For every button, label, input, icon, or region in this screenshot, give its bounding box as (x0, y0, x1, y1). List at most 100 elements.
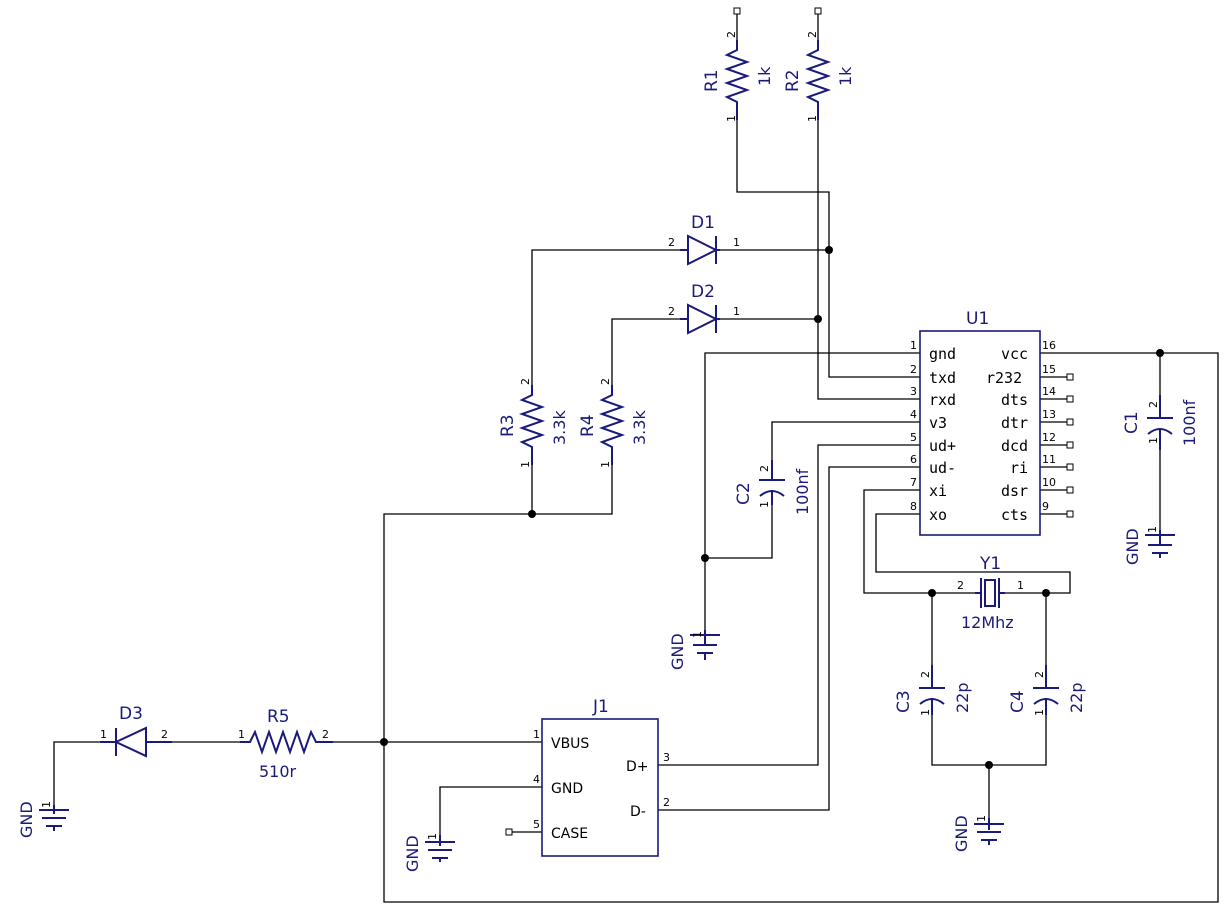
c1-value: 100nf (1180, 399, 1199, 446)
r4-pin-2: 2 (599, 378, 612, 385)
ground-symbol: GND 1 (17, 801, 69, 838)
u1-body (919, 330, 1041, 536)
j1-ref: J1 (592, 697, 609, 717)
r1-ref: R1 (702, 69, 722, 92)
u1-pin-num: 3 (910, 385, 917, 398)
r3-ref: R3 (498, 414, 518, 437)
d1-pin-2: 2 (668, 236, 675, 249)
u1-pin-label: ri (1010, 459, 1028, 477)
c1-pin-2: 2 (1147, 401, 1160, 408)
u1-pin-num: 10 (1042, 476, 1056, 489)
terminal-u1-11 (1066, 463, 1074, 471)
diode-d2: D2 2 1 (668, 282, 740, 335)
c4-pin-1: 1 (1033, 709, 1046, 716)
junction-dot (701, 554, 709, 562)
u1-pin-num: 4 (910, 408, 917, 421)
terminal-r1 (733, 7, 741, 15)
resistor-r1: R1 1k 2 1 (702, 31, 774, 122)
ground-pin: 1 (691, 631, 704, 638)
u1-pin-label: dts (1001, 391, 1028, 409)
r1-pin-2: 2 (725, 31, 738, 38)
junction-dot (814, 315, 822, 323)
junction-dot (825, 246, 833, 254)
j1-pin-num: 4 (533, 773, 540, 786)
c2-ref: C2 (734, 482, 754, 505)
ground-label: GND (668, 633, 687, 670)
c3-value: 22p (953, 682, 972, 713)
u1-pin-num: 13 (1042, 408, 1056, 421)
capacitor-c4: C4 22p 2 1 (1008, 665, 1086, 716)
u1-pin-label: ud+ (929, 437, 956, 455)
r4-value: 3.3k (630, 410, 649, 445)
y1-body (984, 579, 996, 607)
u1-pin-label: dcd (1001, 437, 1028, 455)
c4-pin-2: 2 (1033, 671, 1046, 678)
terminal-u1-13 (1066, 418, 1074, 426)
ground-symbol: GND 1 (403, 833, 455, 872)
j1-pin-label: VBUS (551, 736, 589, 752)
y1-pin-1: 1 (1017, 579, 1024, 592)
u1-pin-num: 8 (910, 500, 917, 513)
junction-dot (380, 738, 388, 746)
u1-pin-label: dsr (1001, 482, 1028, 500)
terminal-u1-15 (1066, 373, 1074, 381)
junctions (380, 246, 1164, 769)
junction-dot (928, 589, 936, 597)
u1-pin-num: 6 (910, 453, 917, 466)
u1-pin-num: 14 (1042, 385, 1056, 398)
ground-pin: 1 (426, 833, 439, 840)
u1-pin-num: 5 (910, 431, 917, 444)
capacitor-c3: C3 22p 2 1 (894, 665, 972, 716)
r5-pin-1: 1 (238, 728, 245, 741)
c4-value: 22p (1067, 682, 1086, 713)
ground-symbol: GND 1 (1123, 526, 1175, 565)
j1-body (541, 718, 659, 857)
r1-value: 1k (755, 66, 774, 86)
u1-pin-num: 9 (1042, 500, 1049, 513)
u1-pin-label: cts (1001, 506, 1028, 524)
crystal-y1: Y1 12Mhz 2 1 (957, 554, 1024, 632)
j1-pin-num: 3 (663, 751, 670, 764)
r1-pin-1: 1 (725, 115, 738, 122)
d1-ref: D1 (691, 213, 715, 233)
r2-ref: R2 (783, 69, 803, 92)
ground-pin: 1 (975, 815, 988, 822)
diode-d1: D1 2 1 (668, 213, 740, 266)
u1-pin-label: r232 (986, 369, 1022, 387)
c3-ref: C3 (894, 690, 914, 713)
u1-pin-label: vcc (1001, 345, 1028, 363)
u1-pin-num: 15 (1042, 363, 1056, 376)
r5-ref: R5 (267, 707, 290, 727)
wires (53, 14, 1219, 903)
u1-pin-label: gnd (929, 345, 956, 363)
diode-d3: D3 1 2 (100, 704, 172, 758)
c1-ref: C1 (1122, 411, 1142, 434)
r3-value: 3.3k (550, 410, 569, 445)
u1-pin-label: rxd (929, 391, 956, 409)
r2-value: 1k (836, 66, 855, 86)
u1-pin-num: 1 (910, 339, 917, 352)
resistor-r4: R4 3.3k 2 1 (578, 378, 649, 468)
ground-pin: 1 (40, 801, 53, 808)
junction-dot (1156, 349, 1164, 357)
terminal-r2 (814, 7, 822, 15)
u1-pin-num: 16 (1042, 339, 1056, 352)
resistor-r2: R2 1k 2 1 (783, 31, 855, 122)
r4-pin-1: 1 (599, 461, 612, 468)
ground-pin: 1 (1146, 526, 1159, 533)
ground-label: GND (17, 801, 36, 838)
c4-ref: C4 (1008, 690, 1028, 713)
u1-pin-label: xi (929, 482, 947, 500)
y1-value: 12Mhz (961, 613, 1014, 632)
resistor-r5: R5 510r 1 2 (238, 707, 333, 781)
c2-pin-1: 1 (758, 501, 771, 508)
d3-pin-1: 1 (100, 728, 107, 741)
ground-symbol: GND 1 (668, 630, 720, 670)
capacitor-c2: C2 100nf 2 1 (734, 460, 812, 515)
j1-pin-label: D+ (626, 759, 649, 775)
terminal-j1-case (505, 828, 513, 836)
ground-symbol: GND 1 (952, 815, 1004, 852)
ground-label: GND (403, 835, 422, 872)
r2-pin-1: 1 (806, 115, 819, 122)
